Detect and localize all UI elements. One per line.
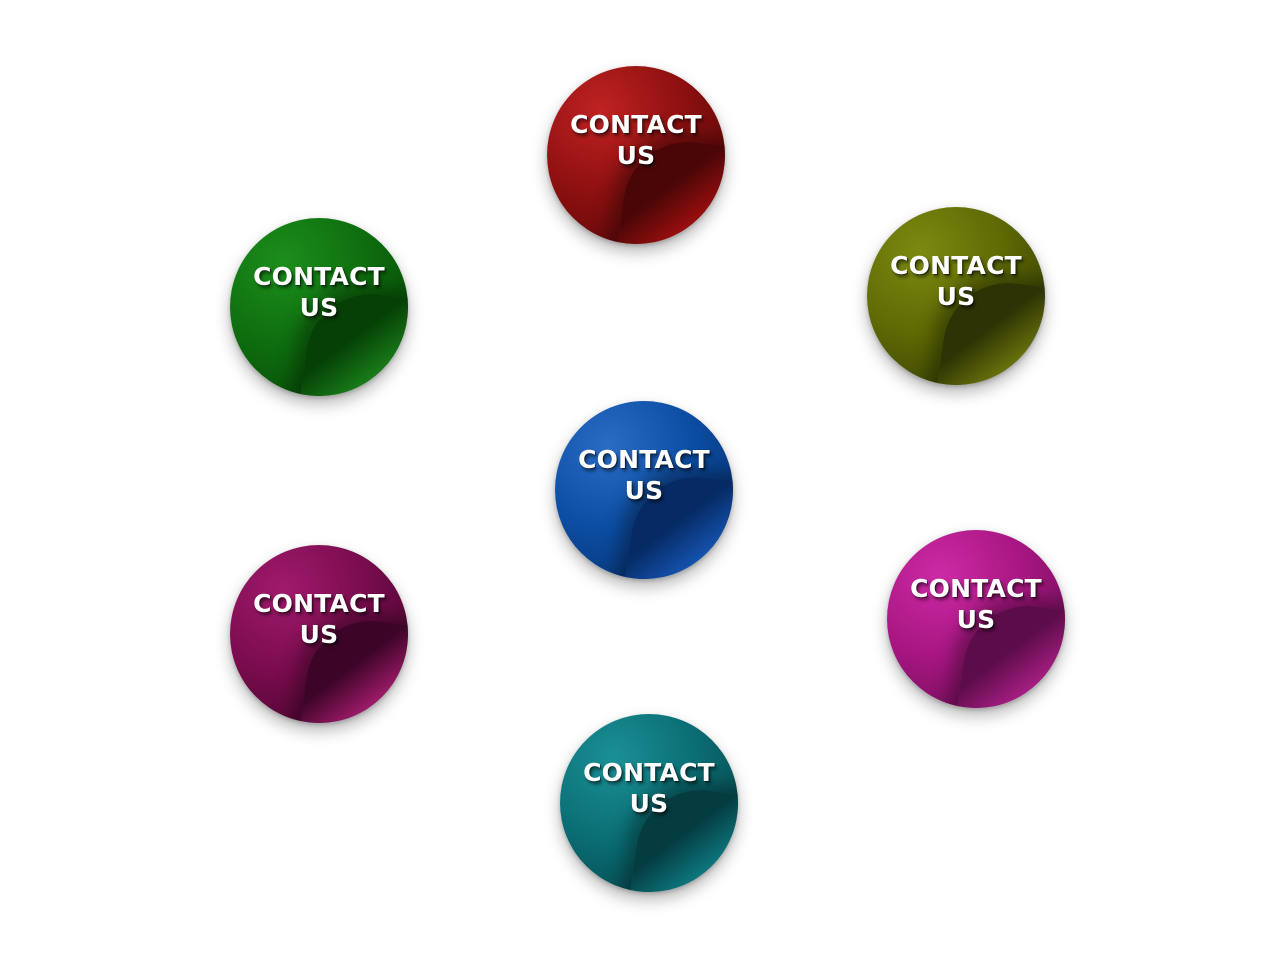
label-line-2: US xyxy=(616,141,656,170)
sticker-disc xyxy=(560,714,738,892)
label-line-1: CONTACT xyxy=(253,589,385,618)
label-line-2: US xyxy=(299,293,339,322)
sticker-label: CONTACT US xyxy=(560,714,738,892)
label-line-1: CONTACT xyxy=(910,574,1042,603)
label-line-2: US xyxy=(624,476,664,505)
contact-us-sticker-red[interactable]: CONTACT US xyxy=(547,66,725,244)
sticker-disc xyxy=(230,218,408,396)
label-line-2: US xyxy=(629,789,669,818)
contact-us-sticker-teal[interactable]: CONTACT US xyxy=(560,714,738,892)
contact-us-sticker-plum[interactable]: CONTACT US xyxy=(230,545,408,723)
sticker-disc xyxy=(230,545,408,723)
contact-us-sticker-magenta[interactable]: CONTACT US xyxy=(887,530,1065,708)
sticker-disc xyxy=(555,401,733,579)
sticker-disc xyxy=(887,530,1065,708)
sticker-label: CONTACT US xyxy=(230,545,408,723)
label-line-1: CONTACT xyxy=(570,110,702,139)
sticker-label: CONTACT US xyxy=(867,207,1045,385)
label-line-2: US xyxy=(299,620,339,649)
sticker-label: CONTACT US xyxy=(230,218,408,396)
label-line-1: CONTACT xyxy=(578,445,710,474)
label-line-2: US xyxy=(956,605,996,634)
contact-us-sticker-olive[interactable]: CONTACT US xyxy=(867,207,1045,385)
label-line-1: CONTACT xyxy=(253,262,385,291)
sticker-disc xyxy=(867,207,1045,385)
sticker-label: CONTACT US xyxy=(555,401,733,579)
label-line-2: US xyxy=(936,282,976,311)
contact-us-sticker-green[interactable]: CONTACT US xyxy=(230,218,408,396)
sticker-label: CONTACT US xyxy=(547,66,725,244)
contact-us-sticker-blue[interactable]: CONTACT US xyxy=(555,401,733,579)
label-line-1: CONTACT xyxy=(583,758,715,787)
sticker-label: CONTACT US xyxy=(887,530,1065,708)
label-line-1: CONTACT xyxy=(890,251,1022,280)
sticker-disc xyxy=(547,66,725,244)
